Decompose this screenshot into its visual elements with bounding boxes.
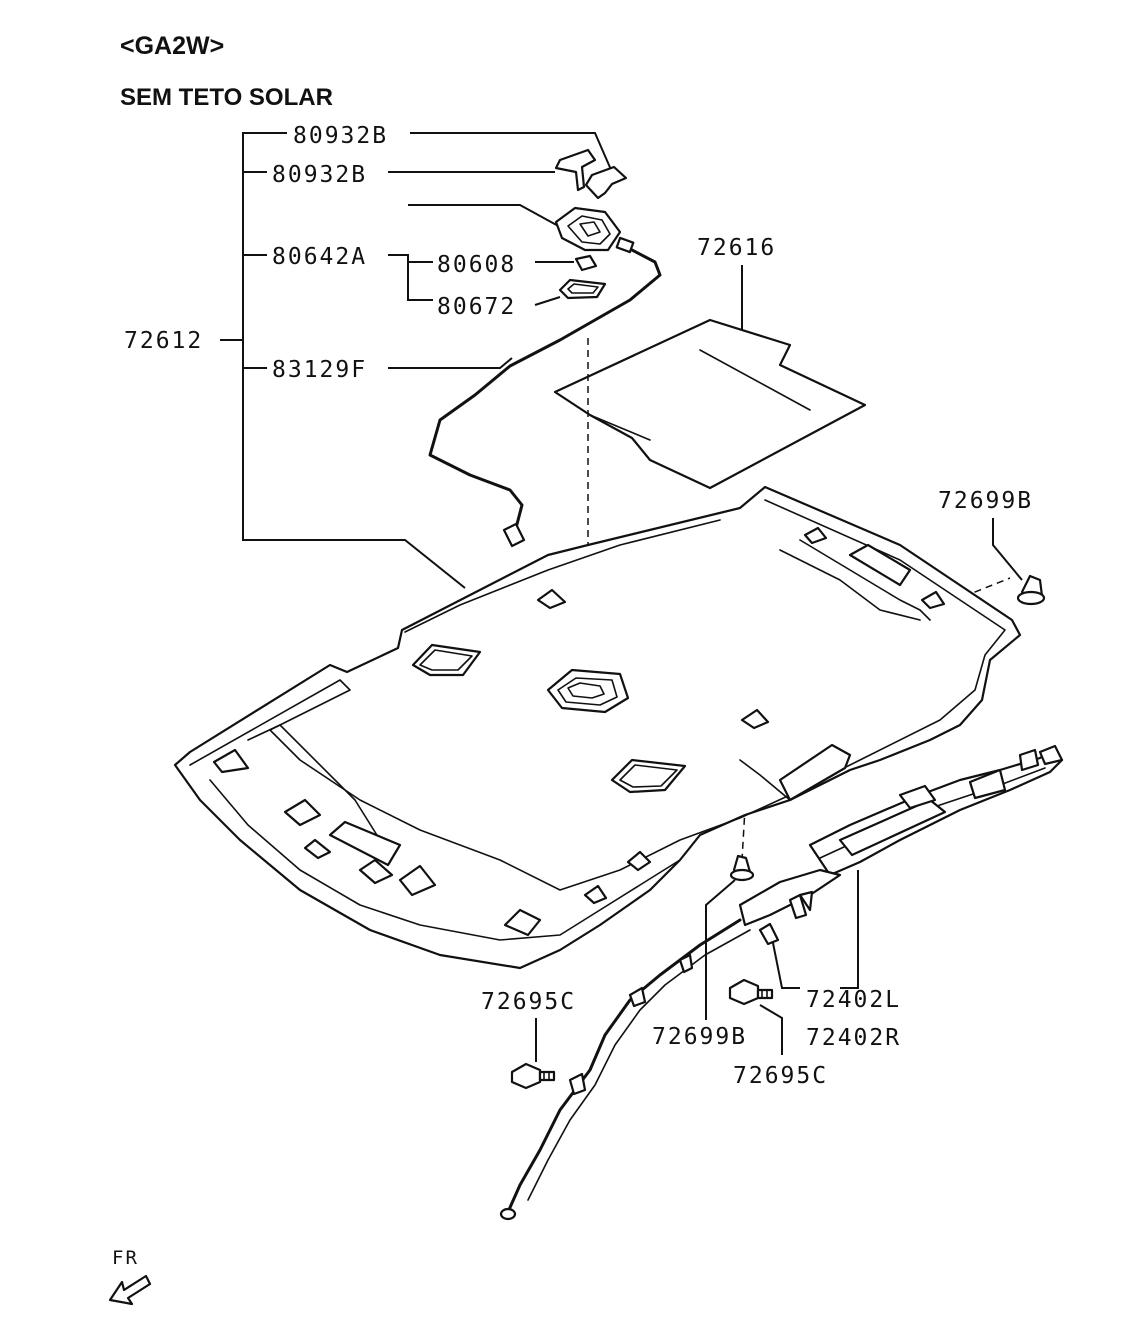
variant-title: SEM TETO SOLAR (120, 84, 333, 111)
label-72402l: 72402L (806, 987, 901, 1013)
label-80672: 80672 (437, 294, 516, 320)
lamp-bracket-pair (554, 148, 628, 200)
headliner-clip-lower (729, 854, 755, 882)
label-80608: 80608 (437, 252, 516, 278)
label-72699b-right: 72699B (938, 488, 1033, 514)
bulb (574, 254, 598, 272)
room-lamp-harness (428, 248, 662, 548)
screw-right (728, 978, 774, 1006)
screw-left (510, 1062, 556, 1090)
roof-side-garnish (499, 744, 1064, 1221)
headliner-pad (553, 318, 867, 490)
label-72616: 72616 (697, 235, 776, 261)
front-arrow-icon (108, 1274, 152, 1306)
model-code: <GA2W> (120, 32, 224, 60)
label-72402r: 72402R (806, 1025, 901, 1051)
label-72695c-right: 72695C (733, 1063, 828, 1089)
headliner-clip-right (1016, 574, 1046, 606)
direction-label: FR (112, 1247, 139, 1269)
room-lamp (554, 206, 635, 254)
label-72699b-lower: 72699B (652, 1024, 747, 1050)
label-83129f: 83129F (272, 357, 367, 383)
label-80642a: 80642A (272, 244, 367, 270)
label-72695c-left: 72695C (481, 989, 576, 1015)
label-80932b-lower: 80932B (272, 162, 367, 188)
leader-lines (388, 132, 1023, 1062)
label-72612: 72612 (124, 328, 203, 354)
label-80932b-upper: 80932B (293, 123, 388, 149)
lamp-lens (558, 278, 607, 300)
headliner-panel (173, 485, 1022, 970)
assembly-bracket (220, 132, 466, 589)
